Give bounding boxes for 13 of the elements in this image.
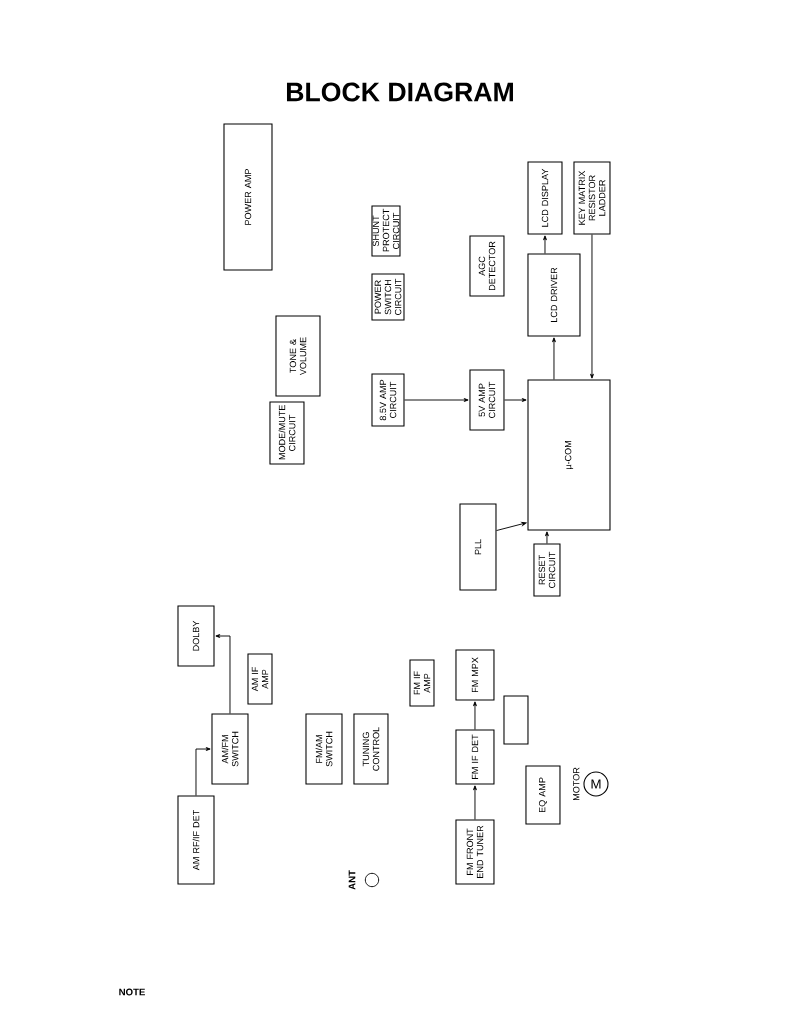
block-box — [503, 695, 529, 745]
arrow — [215, 634, 231, 714]
arrow — [552, 337, 556, 380]
arrow — [590, 234, 594, 379]
arrow — [496, 521, 527, 531]
arrow — [195, 747, 211, 796]
title: BLOCK DIAGRAM — [287, 82, 513, 102]
arrow — [404, 398, 469, 402]
arrow — [473, 701, 477, 730]
arrow — [473, 785, 477, 820]
arrow — [545, 531, 549, 544]
arrow — [543, 235, 547, 254]
arrow — [504, 398, 527, 402]
